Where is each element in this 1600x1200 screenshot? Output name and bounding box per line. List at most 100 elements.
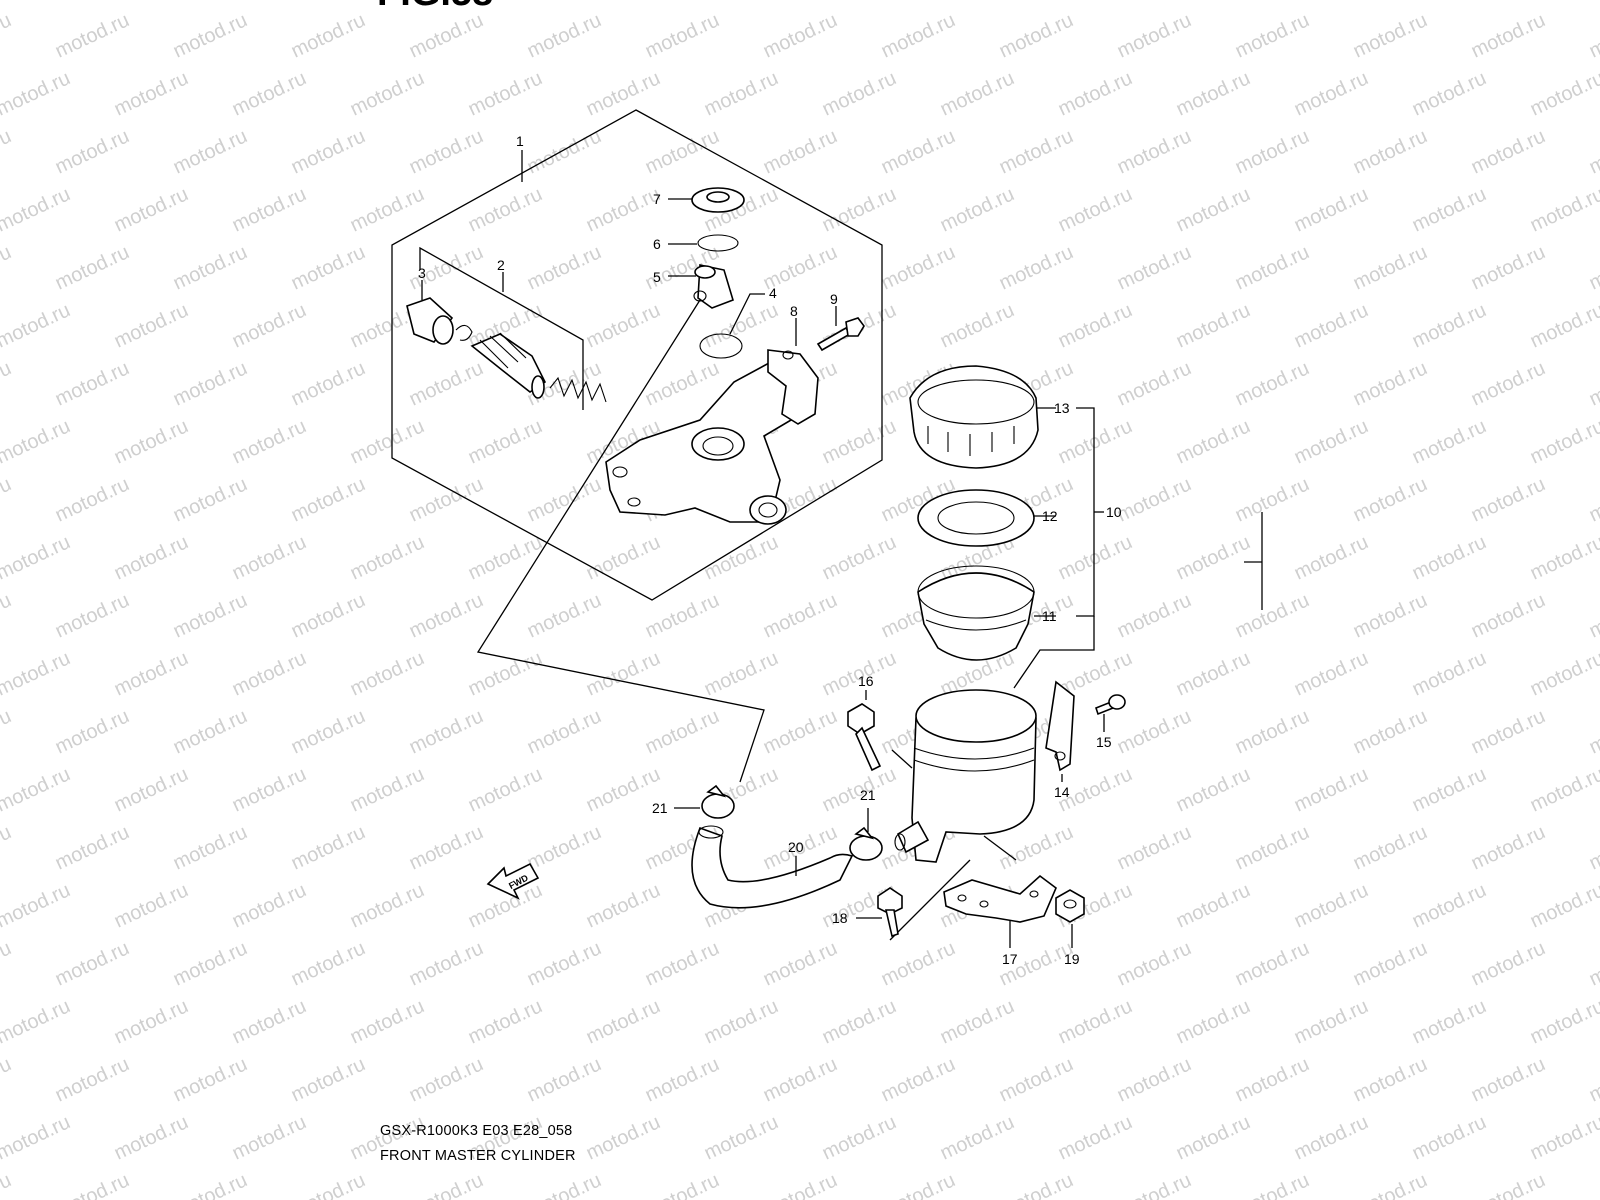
watermark-text: motod.ru: [1291, 531, 1372, 584]
watermark-text: motod.ru: [347, 995, 428, 1048]
watermark-text: motod.ru: [1232, 1053, 1313, 1106]
watermark-text: motod.ru: [288, 241, 369, 294]
watermark-text: motod.ru: [1232, 821, 1313, 874]
callout-3: 3: [418, 265, 426, 281]
part-13-reservoir-cap: [909, 365, 1039, 469]
watermark-text: motod.ru: [701, 995, 782, 1048]
watermark-text: motod.ru: [1114, 705, 1195, 758]
watermark-text: motod.ru: [1527, 183, 1600, 236]
watermark-text: motod.ru: [878, 1053, 959, 1106]
watermark-text: motod.ru: [1468, 9, 1549, 62]
watermark-text: motod.ru: [1586, 241, 1600, 294]
watermark-text: motod.ru: [229, 763, 310, 816]
watermark-text: motod.ru: [1291, 647, 1372, 700]
watermark-text: motod.ru: [1114, 1169, 1195, 1200]
watermark-text: motod.ru: [1055, 299, 1136, 352]
watermark-text: motod.ru: [52, 937, 133, 990]
watermark-text: motod.ru: [1114, 241, 1195, 294]
watermark-text: motod.ru: [111, 415, 192, 468]
watermark-text: motod.ru: [760, 705, 841, 758]
part-4-o-ring: [699, 333, 743, 359]
watermark-text: motod.ru: [1291, 995, 1372, 1048]
watermark-text: motod.ru: [760, 1169, 841, 1200]
watermark-text: motod.ru: [1232, 589, 1313, 642]
watermark-text: motod.ru: [288, 937, 369, 990]
watermark-text: motod.ru: [1173, 531, 1254, 584]
watermark-text: motod.ru: [347, 531, 428, 584]
watermark-text: motod.ru: [1055, 67, 1136, 120]
watermark-text: motod.ru: [229, 1111, 310, 1164]
watermark-text: motod.ru: [0, 357, 15, 410]
watermark-text: motod.ru: [819, 183, 900, 236]
watermark-text: motod.ru: [1586, 473, 1600, 526]
watermark-text: motod.ru: [1527, 299, 1600, 352]
watermark-text: motod.ru: [465, 67, 546, 120]
watermark-text: motod.ru: [1114, 473, 1195, 526]
callout-5: 5: [653, 269, 661, 285]
watermark-text: motod.ru: [288, 9, 369, 62]
watermark-text: motod.ru: [937, 67, 1018, 120]
watermark-text: motod.ru: [0, 0, 74, 5]
watermark-text: motod.ru: [524, 125, 605, 178]
watermark-text: motod.ru: [1291, 0, 1372, 5]
watermark-text: motod.ru: [52, 357, 133, 410]
watermark-text: motod.ru: [170, 473, 251, 526]
watermark-text: motod.ru: [288, 357, 369, 410]
watermark-text: motod.ru: [1291, 299, 1372, 352]
watermark-text: motod.ru: [0, 415, 74, 468]
leader-bracket-2-3: [419, 246, 584, 410]
callout-11: 11: [1042, 608, 1057, 624]
callout-7: 7: [653, 191, 661, 207]
watermark-text: motod.ru: [170, 357, 251, 410]
watermark-text: motod.ru: [406, 125, 487, 178]
watermark-text: motod.ru: [52, 821, 133, 874]
watermark-text: motod.ru: [347, 763, 428, 816]
watermark-text: motod.ru: [1114, 357, 1195, 410]
watermark-text: motod.ru: [1232, 357, 1313, 410]
watermark-text: motod.ru: [0, 995, 74, 1048]
figure-title: FIG.58: [377, 0, 493, 15]
assembly-box-1: [391, 109, 883, 601]
part-5-connector: [693, 264, 734, 309]
watermark-text: motod.ru: [642, 937, 723, 990]
watermark-text: motod.ru: [1291, 879, 1372, 932]
watermark-text: motod.ru: [111, 1111, 192, 1164]
watermark-text: motod.ru: [465, 415, 546, 468]
leader-16-to-reservoir: [891, 749, 913, 769]
watermark-text: motod.ru: [406, 473, 487, 526]
leader-4: [729, 293, 765, 335]
watermark-text: motod.ru: [1173, 415, 1254, 468]
watermark-text: motod.ru: [1468, 937, 1549, 990]
watermark-text: motod.ru: [170, 705, 251, 758]
watermark-text: motod.ru: [347, 67, 428, 120]
watermark-text: motod.ru: [819, 0, 900, 5]
watermark-text: motod.ru: [996, 125, 1077, 178]
watermark-text: motod.ru: [465, 531, 546, 584]
watermark-text: motod.ru: [288, 125, 369, 178]
model-code-caption: GSX-R1000K3 E03 E28_058: [380, 1123, 573, 1139]
watermark-text: motod.ru: [642, 357, 723, 410]
watermark-text: motod.ru: [937, 1111, 1018, 1164]
master-cylinder-body: [605, 349, 819, 525]
watermark-text: motod.ru: [583, 67, 664, 120]
watermark-text: motod.ru: [524, 473, 605, 526]
callout-21-lower: 21: [860, 787, 876, 803]
watermark-text: motod.ru: [1173, 763, 1254, 816]
watermark-text: motod.ru: [0, 1169, 15, 1200]
part-3-dust-boot: [406, 297, 473, 345]
watermark-text: motod.ru: [1409, 67, 1490, 120]
callout-14: 14: [1054, 784, 1070, 800]
watermark-text: motod.ru: [170, 821, 251, 874]
watermark-text: motod.ru: [1114, 125, 1195, 178]
reservoir-body: [894, 689, 1037, 863]
watermark-text: motod.ru: [1527, 531, 1600, 584]
watermark-text: motod.ru: [1291, 1111, 1372, 1164]
watermark-text: motod.ru: [760, 1053, 841, 1106]
watermark-text: motod.ru: [111, 183, 192, 236]
watermark-text: motod.ru: [1586, 357, 1600, 410]
watermark-text: motod.ru: [878, 937, 959, 990]
watermark-text: motod.ru: [52, 9, 133, 62]
watermark-text: motod.ru: [583, 995, 664, 1048]
watermark-text: motod.ru: [1173, 1111, 1254, 1164]
watermark-text: motod.ru: [1173, 879, 1254, 932]
